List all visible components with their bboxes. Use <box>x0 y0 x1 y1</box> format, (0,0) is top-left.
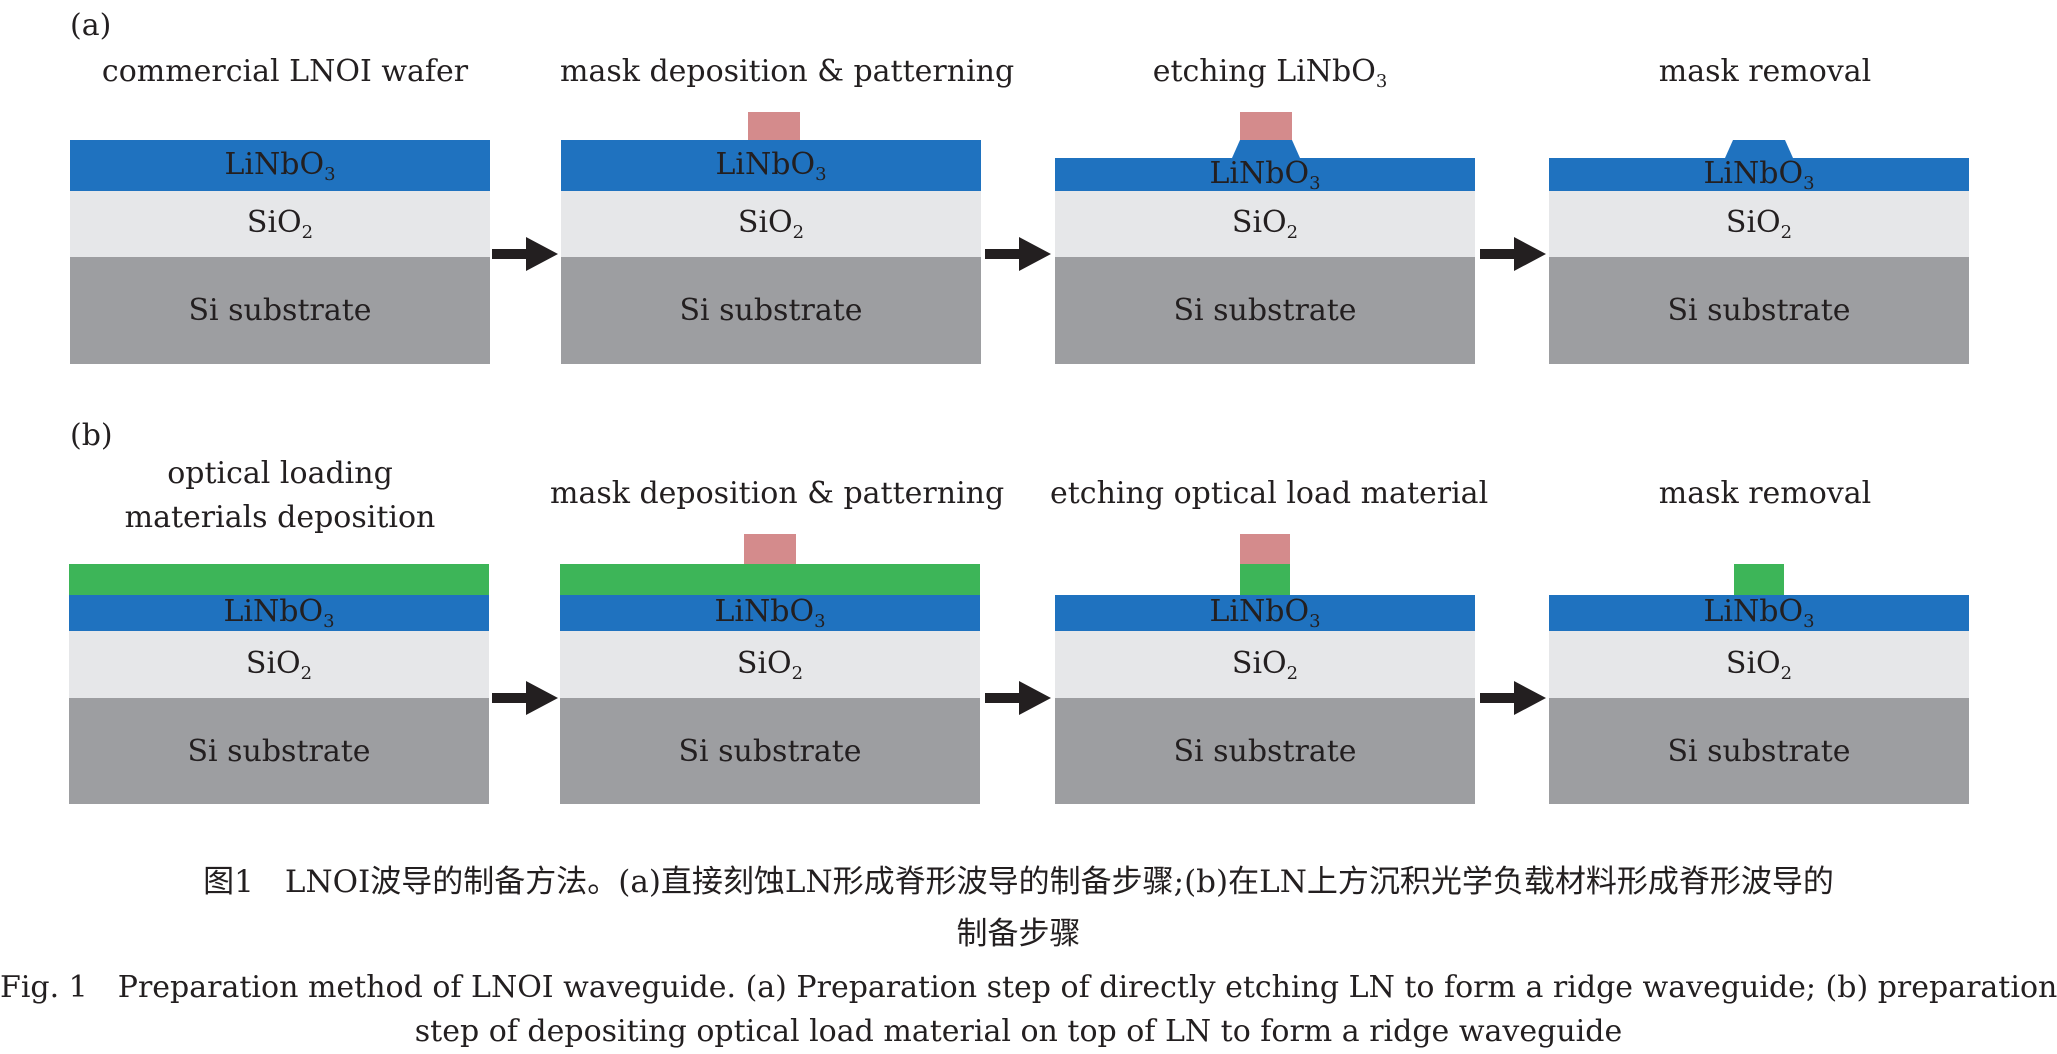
optical-load-layer <box>69 564 489 595</box>
linbo3-label: LiNbO3 <box>1209 594 1321 632</box>
right-arrow-icon <box>492 237 558 271</box>
si-substrate-label: Si substrate <box>1667 293 1851 328</box>
sio2-label: SiO2 <box>736 645 804 684</box>
linbo3-label: LiNbO3 <box>224 146 336 185</box>
sio2-layer: SiO2 <box>561 191 981 257</box>
sio2-layer: SiO2 <box>69 631 489 698</box>
step-b2-title: mask deposition & patterning <box>550 476 1005 511</box>
caption-en-line1: Fig. 1 Preparation method of LNOI wavegu… <box>0 970 2057 1005</box>
linbo3-label: LiNbO3 <box>714 594 826 632</box>
step-b3-title: etching optical load material <box>1050 476 1489 511</box>
linbo3-layer: LiNbO3 <box>1549 594 1969 632</box>
linbo3-label: LiNbO3 <box>715 146 827 185</box>
sio2-layer: SiO2 <box>1055 191 1475 257</box>
optical-load-ridge <box>1240 564 1290 595</box>
panel-a-label: (a) <box>70 8 112 43</box>
linbo3-layer: LiNbO3 <box>1055 594 1475 632</box>
si-substrate-layer: Si substrate <box>1549 257 1969 364</box>
linbo3-layer: LiNbO3 <box>1055 155 1475 194</box>
si-substrate-label: Si substrate <box>679 293 863 328</box>
si-substrate-layer: Si substrate <box>561 257 981 364</box>
right-arrow-icon <box>985 681 1051 715</box>
sio2-layer: SiO2 <box>560 631 980 698</box>
sio2-label: SiO2 <box>1725 205 1793 243</box>
ridge-shape <box>1725 140 1793 158</box>
optical-load-layer <box>560 564 980 595</box>
si-substrate-label: Si substrate <box>187 733 371 769</box>
si-substrate-layer: Si substrate <box>1055 698 1475 804</box>
linbo3-layer: LiNbO3 <box>70 140 490 191</box>
right-arrow-icon <box>492 681 558 715</box>
linbo3-layer: LiNbO3 <box>560 594 980 632</box>
si-substrate-label: Si substrate <box>188 293 372 328</box>
linbo3-layer: LiNbO3 <box>1549 155 1969 194</box>
sio2-layer: SiO2 <box>70 191 490 257</box>
linbo3-label: LiNbO3 <box>1209 155 1321 194</box>
step-a3-title: etching LiNbO3 <box>1152 54 1388 92</box>
sio2-label: SiO2 <box>1231 205 1299 243</box>
si-substrate-layer: Si substrate <box>560 698 980 804</box>
sio2-layer: SiO2 <box>1549 191 1969 257</box>
si-substrate-layer: Si substrate <box>1549 698 1969 804</box>
ridge-shape <box>1232 140 1300 158</box>
caption-cn-line1: 图1 LNOI波导的制备方法。(a)直接刻蚀LN形成脊形波导的制备步骤;(b)在… <box>203 864 1834 900</box>
sio2-label: SiO2 <box>245 645 313 684</box>
right-arrow-icon <box>1480 681 1546 715</box>
step-a2-title: mask deposition & patterning <box>560 54 1015 89</box>
step-a1-title: commercial LNOI wafer <box>101 54 469 89</box>
caption-en-line2: step of depositing optical load material… <box>414 1014 1623 1049</box>
si-substrate-label: Si substrate <box>1173 733 1357 769</box>
linbo3-label: LiNbO3 <box>1703 594 1815 632</box>
sio2-label: SiO2 <box>737 205 805 243</box>
sio2-label: SiO2 <box>1725 645 1793 684</box>
right-arrow-icon <box>985 237 1051 271</box>
right-arrow-icon <box>1480 237 1546 271</box>
sio2-label: SiO2 <box>1231 645 1299 684</box>
step-a4-title: mask removal <box>1658 54 1872 89</box>
linbo3-layer: LiNbO3 <box>69 594 489 632</box>
sio2-layer: SiO2 <box>1055 631 1475 698</box>
caption-cn-line2: 制备步骤 <box>956 916 1081 952</box>
linbo3-label: LiNbO3 <box>1703 155 1815 194</box>
si-substrate-label: Si substrate <box>1667 733 1851 769</box>
linbo3-layer: LiNbO3 <box>561 140 981 191</box>
mask-block <box>1240 112 1292 140</box>
panel-b-label: (b) <box>70 418 113 453</box>
sio2-layer: SiO2 <box>1549 631 1969 698</box>
si-substrate-layer: Si substrate <box>69 698 489 804</box>
linbo3-label: LiNbO3 <box>223 594 335 632</box>
optical-load-ridge <box>1734 564 1784 595</box>
step-b4-title: mask removal <box>1658 476 1872 511</box>
si-substrate-label: Si substrate <box>1173 293 1357 328</box>
mask-block <box>748 112 800 140</box>
si-substrate-layer: Si substrate <box>70 257 490 364</box>
si-substrate-layer: Si substrate <box>1055 257 1475 364</box>
mask-block <box>1240 534 1290 564</box>
si-substrate-label: Si substrate <box>678 733 862 769</box>
sio2-label: SiO2 <box>246 205 314 243</box>
step-b1-title: optical loading materials deposition <box>124 456 436 535</box>
mask-block <box>744 534 796 564</box>
